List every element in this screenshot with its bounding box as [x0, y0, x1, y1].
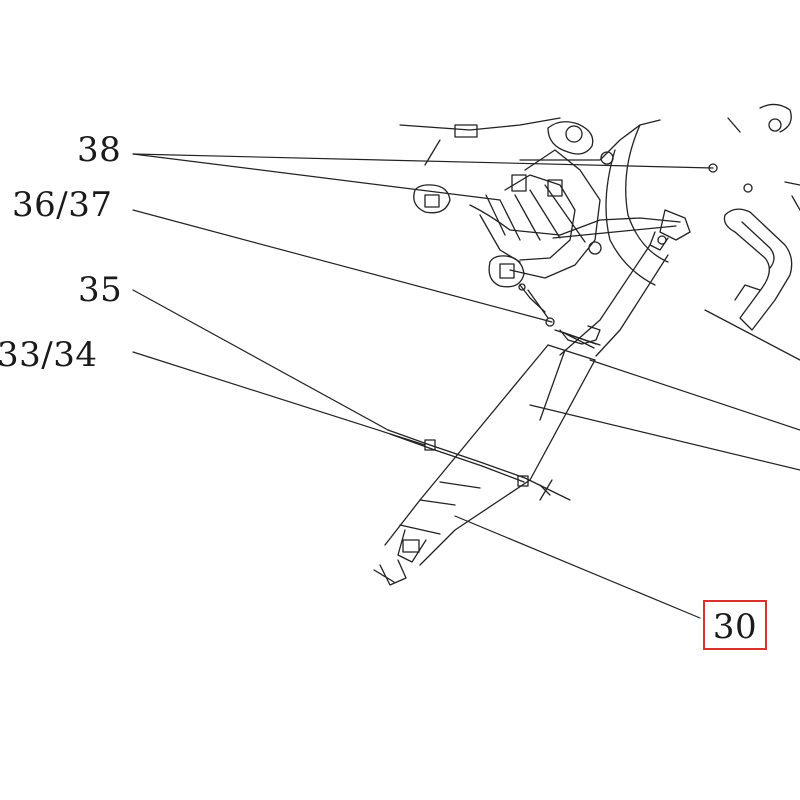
callout-30-highlighted: 30 [703, 600, 767, 650]
callout-38: 38 [77, 130, 122, 170]
callout-36-37: 36/37 [12, 185, 113, 225]
main-tube [373, 244, 669, 586]
leader-lines [132, 153, 800, 619]
upper-hinge-assembly [399, 117, 718, 327]
right-bracket [704, 103, 800, 361]
callout-33-34: 33/34 [0, 335, 98, 375]
cable-assembly [387, 349, 571, 501]
callout-35: 35 [78, 270, 123, 310]
